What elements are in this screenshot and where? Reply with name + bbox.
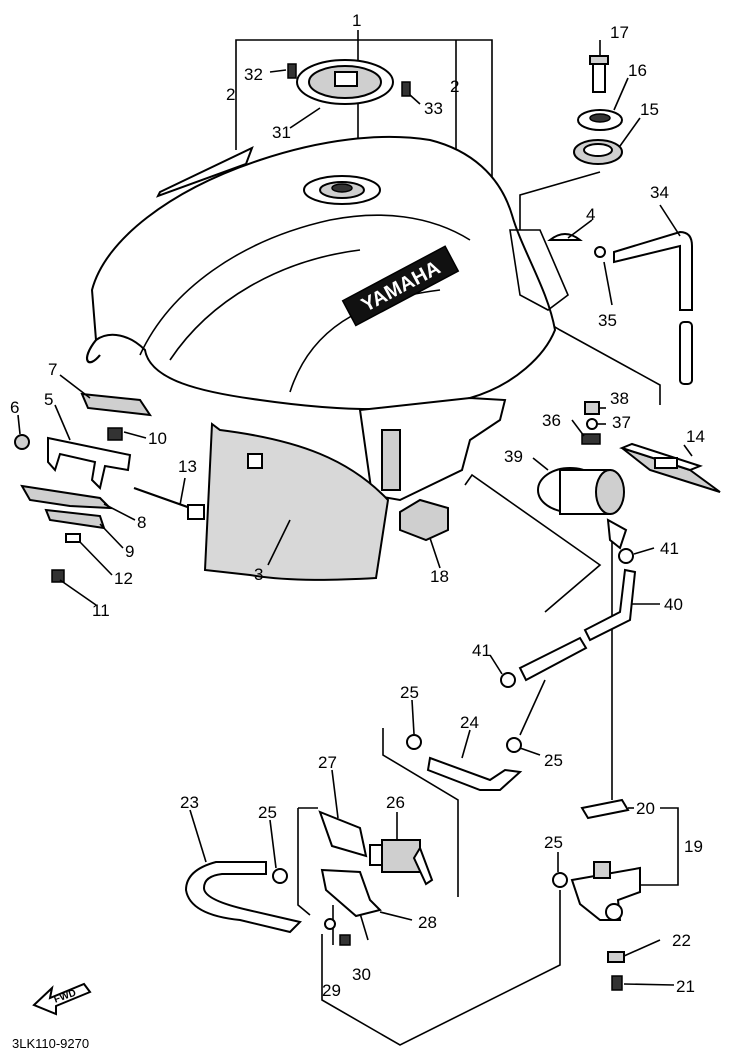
callout-2: 2 xyxy=(450,77,459,96)
callout-23: 23 xyxy=(180,793,199,812)
hose-clamp xyxy=(500,672,516,688)
hose-clamp-25 xyxy=(552,872,568,888)
hose-clamp-25 xyxy=(506,737,522,753)
callout-5: 5 xyxy=(44,390,53,409)
callout-25: 25 xyxy=(544,833,563,852)
callout-10: 10 xyxy=(148,429,167,448)
insulation-sheet xyxy=(203,422,390,581)
nut-6 xyxy=(14,434,30,450)
callout-39: 39 xyxy=(504,447,523,466)
callout-7: 7 xyxy=(48,360,57,379)
fuel-hose-20 xyxy=(580,798,630,820)
hose-clamp xyxy=(618,548,634,564)
tank-pad xyxy=(619,442,721,493)
callout-38: 38 xyxy=(610,389,629,408)
callout-20: 20 xyxy=(636,799,655,818)
callout-labels: 1 2 2 3 4 5 6 7 8 9 10 11 12 13 14 15 16… xyxy=(10,11,705,1000)
callout-35: 35 xyxy=(598,311,617,330)
bolt-30 xyxy=(339,934,351,946)
collar-10 xyxy=(107,427,123,441)
callout-22: 22 xyxy=(672,931,691,950)
hose-clamp-25 xyxy=(272,868,288,884)
callout-leaders xyxy=(17,40,693,986)
callout-17: 17 xyxy=(610,23,629,42)
bolt-11 xyxy=(51,569,65,583)
callout-41: 41 xyxy=(472,641,491,660)
callout-16: 16 xyxy=(628,61,647,80)
fuel-hose xyxy=(583,568,637,642)
callout-21: 21 xyxy=(676,977,695,996)
drawing-code: 3LK110-9270 xyxy=(12,1036,89,1051)
callout-14: 14 xyxy=(686,427,705,446)
rear-bracket xyxy=(47,436,132,490)
parts: FWD xyxy=(14,55,721,1016)
callout-37: 37 xyxy=(612,413,631,432)
callout-1: 1 xyxy=(352,11,361,30)
screw-21 xyxy=(611,975,623,991)
callout-27: 27 xyxy=(318,753,337,772)
callout-31: 31 xyxy=(272,123,291,142)
callout-24: 24 xyxy=(460,713,479,732)
nut xyxy=(584,401,600,415)
callout-3: 3 xyxy=(254,565,263,584)
callout-8: 8 xyxy=(137,513,146,532)
mounting-bolt xyxy=(589,55,609,93)
callout-13: 13 xyxy=(178,457,197,476)
tank-decal xyxy=(155,146,254,198)
cap-screw xyxy=(287,63,297,79)
damper-8 xyxy=(20,484,113,510)
bushing xyxy=(65,533,81,543)
callout-19: 19 xyxy=(684,837,703,856)
callout-30: 30 xyxy=(352,965,371,984)
washer-22 xyxy=(607,951,625,963)
fuel-tank: YAMAHA xyxy=(85,135,569,502)
callout-34: 34 xyxy=(650,183,669,202)
breather-hose xyxy=(613,230,693,311)
filler-cap xyxy=(296,59,394,105)
long-bolt xyxy=(187,504,205,520)
callout-28: 28 xyxy=(418,913,437,932)
callout-2: 2 xyxy=(226,85,235,104)
callout-18: 18 xyxy=(430,567,449,586)
callout-12: 12 xyxy=(114,569,133,588)
callout-6: 6 xyxy=(10,398,19,417)
callout-29: 29 xyxy=(322,981,341,1000)
callout-26: 26 xyxy=(386,793,405,812)
callout-25: 25 xyxy=(258,803,277,822)
cap-bolt xyxy=(401,81,411,97)
callout-25: 25 xyxy=(400,683,419,702)
clip xyxy=(547,233,583,241)
callout-25: 25 xyxy=(544,751,563,770)
fuel-hose-24 xyxy=(426,756,523,791)
washer xyxy=(586,418,598,430)
callout-41: 41 xyxy=(660,539,679,558)
callout-36: 36 xyxy=(542,411,561,430)
callout-15: 15 xyxy=(640,100,659,119)
tank-cushion xyxy=(399,498,449,542)
tank-bracket xyxy=(381,429,401,491)
plate-9 xyxy=(44,508,106,530)
fuel-filter xyxy=(369,839,434,886)
plate xyxy=(80,392,153,417)
filter-bracket xyxy=(320,868,382,918)
fuel-hose-23 xyxy=(184,861,302,934)
hose-clamp-small xyxy=(594,246,606,258)
fuel-petcock xyxy=(570,861,641,921)
bolt-36 xyxy=(581,433,601,445)
washer-29 xyxy=(324,918,336,930)
callout-33: 33 xyxy=(424,99,443,118)
forward-arrow-icon: FWD xyxy=(32,982,92,1016)
callout-9: 9 xyxy=(125,542,134,561)
callout-11: 11 xyxy=(92,601,110,620)
fuel-pump xyxy=(537,467,628,550)
callout-4: 4 xyxy=(586,205,595,224)
callout-40: 40 xyxy=(664,595,683,614)
hose-clamp-25 xyxy=(406,734,422,750)
filter-holder xyxy=(318,810,368,858)
callout-32: 32 xyxy=(244,65,263,84)
